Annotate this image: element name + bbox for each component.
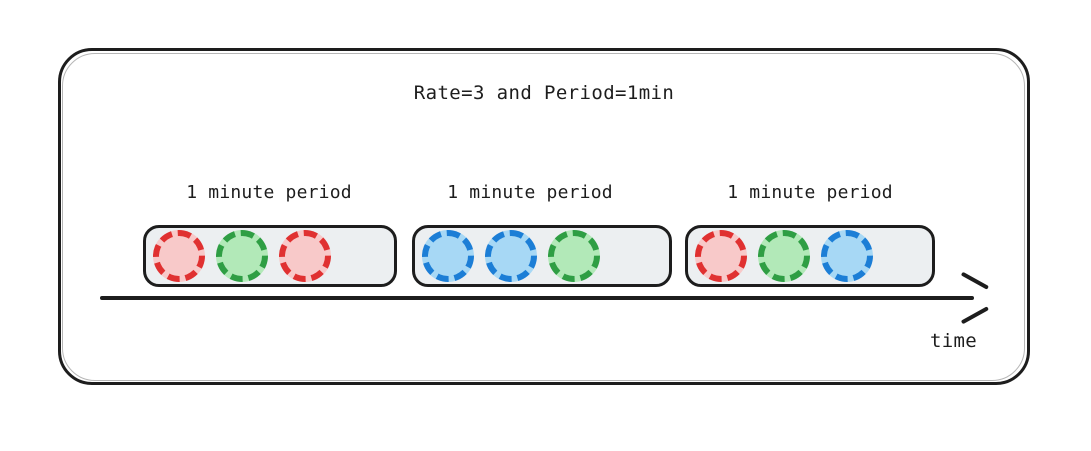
period-label: 1 minute period [727,182,893,203]
request-token-red [279,230,331,282]
period-group: 1 minute period [143,182,397,292]
diagram-outer-frame [58,48,1030,385]
time-axis-label: time [930,330,977,352]
request-token-green [758,230,810,282]
period-group: 1 minute period [685,182,935,292]
period-group: 1 minute period [412,182,672,292]
period-label: 1 minute period [186,182,352,203]
request-token-red [153,230,205,282]
request-token-blue [485,230,537,282]
request-token-green [216,230,268,282]
request-tokens [695,230,873,282]
time-axis [100,271,989,325]
request-token-blue [821,230,873,282]
request-tokens [153,230,331,282]
request-token-green [548,230,600,282]
time-axis-line [100,296,974,300]
period-groups: 1 minute period 1 minute period 1 minute… [143,182,943,292]
request-tokens [422,230,600,282]
diagram-title: Rate=3 and Period=1min [413,82,675,104]
period-label: 1 minute period [447,182,613,203]
request-token-blue [422,230,474,282]
request-token-red [695,230,747,282]
